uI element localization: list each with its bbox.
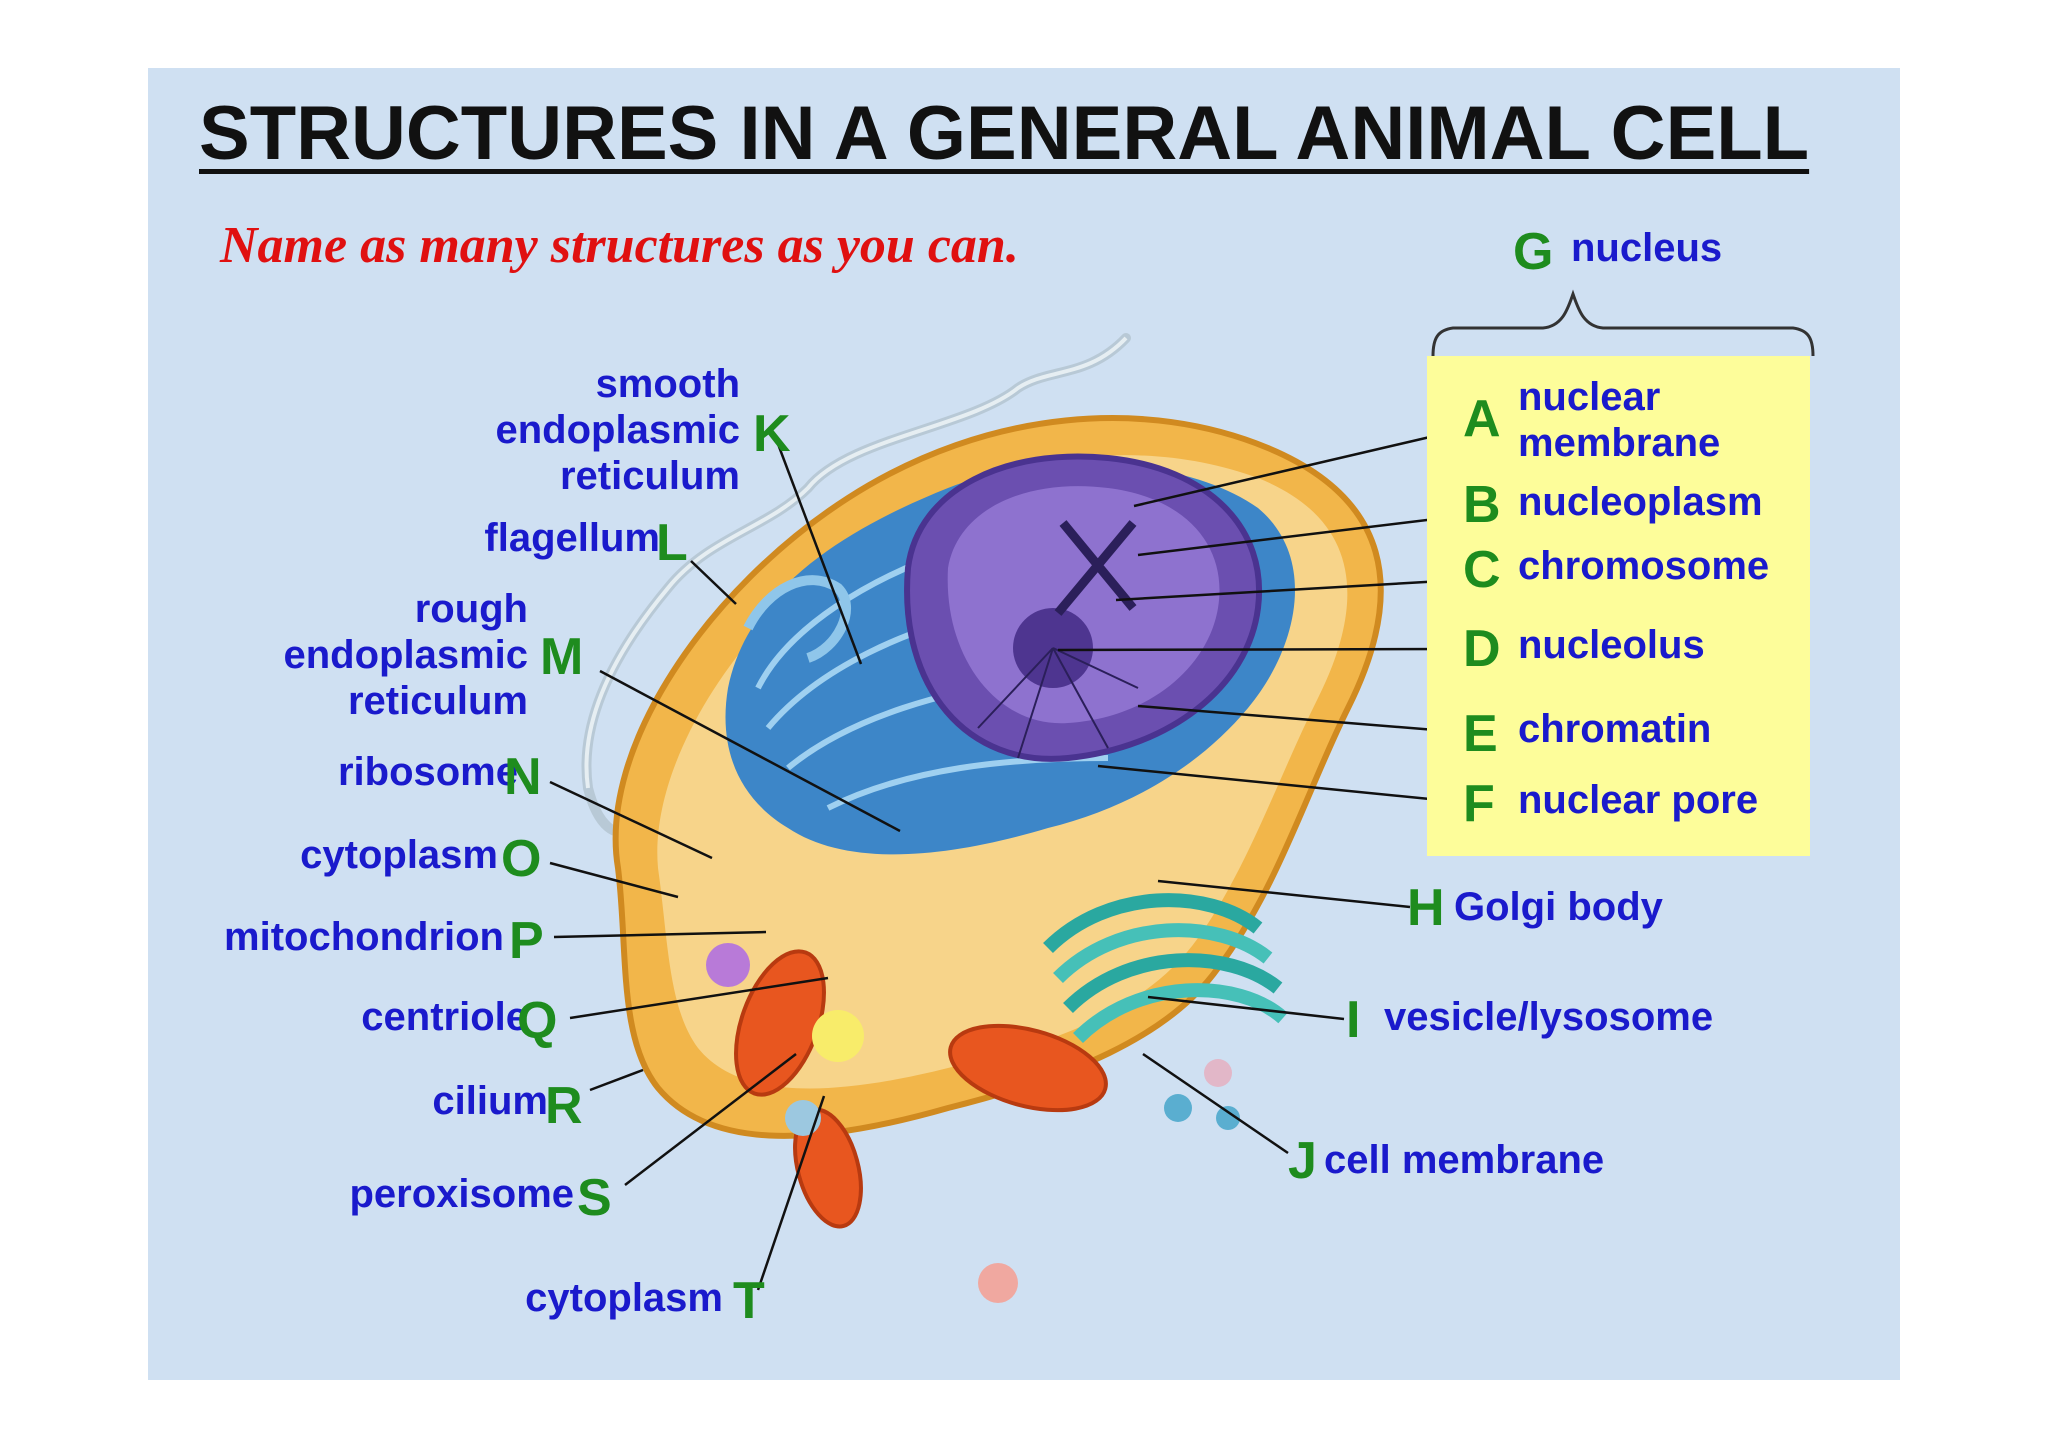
label-rough-er: rough endoplasmic reticulum xyxy=(283,587,528,723)
label-letter-c: C xyxy=(1463,541,1501,599)
cell-diagram xyxy=(549,289,1815,1303)
label-letter-q: Q xyxy=(517,992,558,1050)
label-nuclear-pore: nuclear pore xyxy=(1518,778,1759,822)
label-letter-t: T xyxy=(733,1272,765,1330)
label-nucleus: nucleus xyxy=(1571,226,1723,270)
subtitle: Name as many structures as you can. xyxy=(220,217,1019,274)
label-letter-b: B xyxy=(1463,476,1501,534)
label-letter-a: A xyxy=(1463,390,1501,448)
leader-lines xyxy=(549,428,1461,1291)
label-letter-g: G xyxy=(1513,223,1554,281)
label-letter-f: F xyxy=(1463,775,1495,833)
label-mitochondrion: mitochondrion xyxy=(224,915,504,959)
label-letter-k: K xyxy=(753,405,791,463)
label-flagellum: flagellum xyxy=(484,516,660,560)
label-smooth-er: smooth endoplasmic reticulum xyxy=(495,362,740,498)
centriole-shape xyxy=(812,1010,864,1062)
label-centriole: centriole xyxy=(361,995,528,1039)
label-letter-j: J xyxy=(1288,1132,1317,1190)
slide: STRUCTURES IN A GENERAL ANIMAL CELL Name… xyxy=(148,68,1900,1380)
golgi-body-shape xyxy=(1043,893,1288,1044)
page-title: STRUCTURES IN A GENERAL ANIMAL CELL xyxy=(199,91,1810,176)
label-vesicle-lysosome: vesicle/lysosome xyxy=(1384,995,1714,1039)
label-chromatin: chromatin xyxy=(1518,707,1712,751)
label-letter-h: H xyxy=(1407,879,1445,937)
label-letter-l: L xyxy=(656,514,688,572)
label-cytoplasm-o: cytoplasm xyxy=(300,833,498,877)
label-letter-p: P xyxy=(509,912,544,970)
label-letter-m: M xyxy=(540,628,584,686)
label-cytoplasm-t: cytoplasm xyxy=(525,1276,723,1320)
label-cilium: cilium xyxy=(432,1079,548,1123)
label-letter-s: S xyxy=(577,1169,612,1227)
label-letter-o: O xyxy=(501,830,542,888)
chromosome-shape xyxy=(1054,520,1137,616)
label-nuclear-membrane: nuclear membrane xyxy=(1518,375,1721,465)
label-nucleolus: nucleolus xyxy=(1518,623,1705,667)
label-ribosome: ribosome xyxy=(337,750,518,794)
label-letter-n: N xyxy=(504,748,542,806)
nucleus-label-box xyxy=(1427,356,1810,856)
label-letter-i: I xyxy=(1346,991,1361,1049)
label-letter-e: E xyxy=(1463,705,1498,763)
nucleus-bracket xyxy=(1431,289,1815,357)
label-letter-r: R xyxy=(545,1077,583,1135)
label-cell-membrane: cell membrane xyxy=(1324,1138,1605,1182)
label-peroxisome: peroxisome xyxy=(349,1172,574,1216)
label-letter-d: D xyxy=(1463,620,1501,678)
label-chromosome: chromosome xyxy=(1518,544,1770,588)
label-nucleoplasm: nucleoplasm xyxy=(1518,480,1763,524)
label-golgi-body: Golgi body xyxy=(1454,885,1663,929)
